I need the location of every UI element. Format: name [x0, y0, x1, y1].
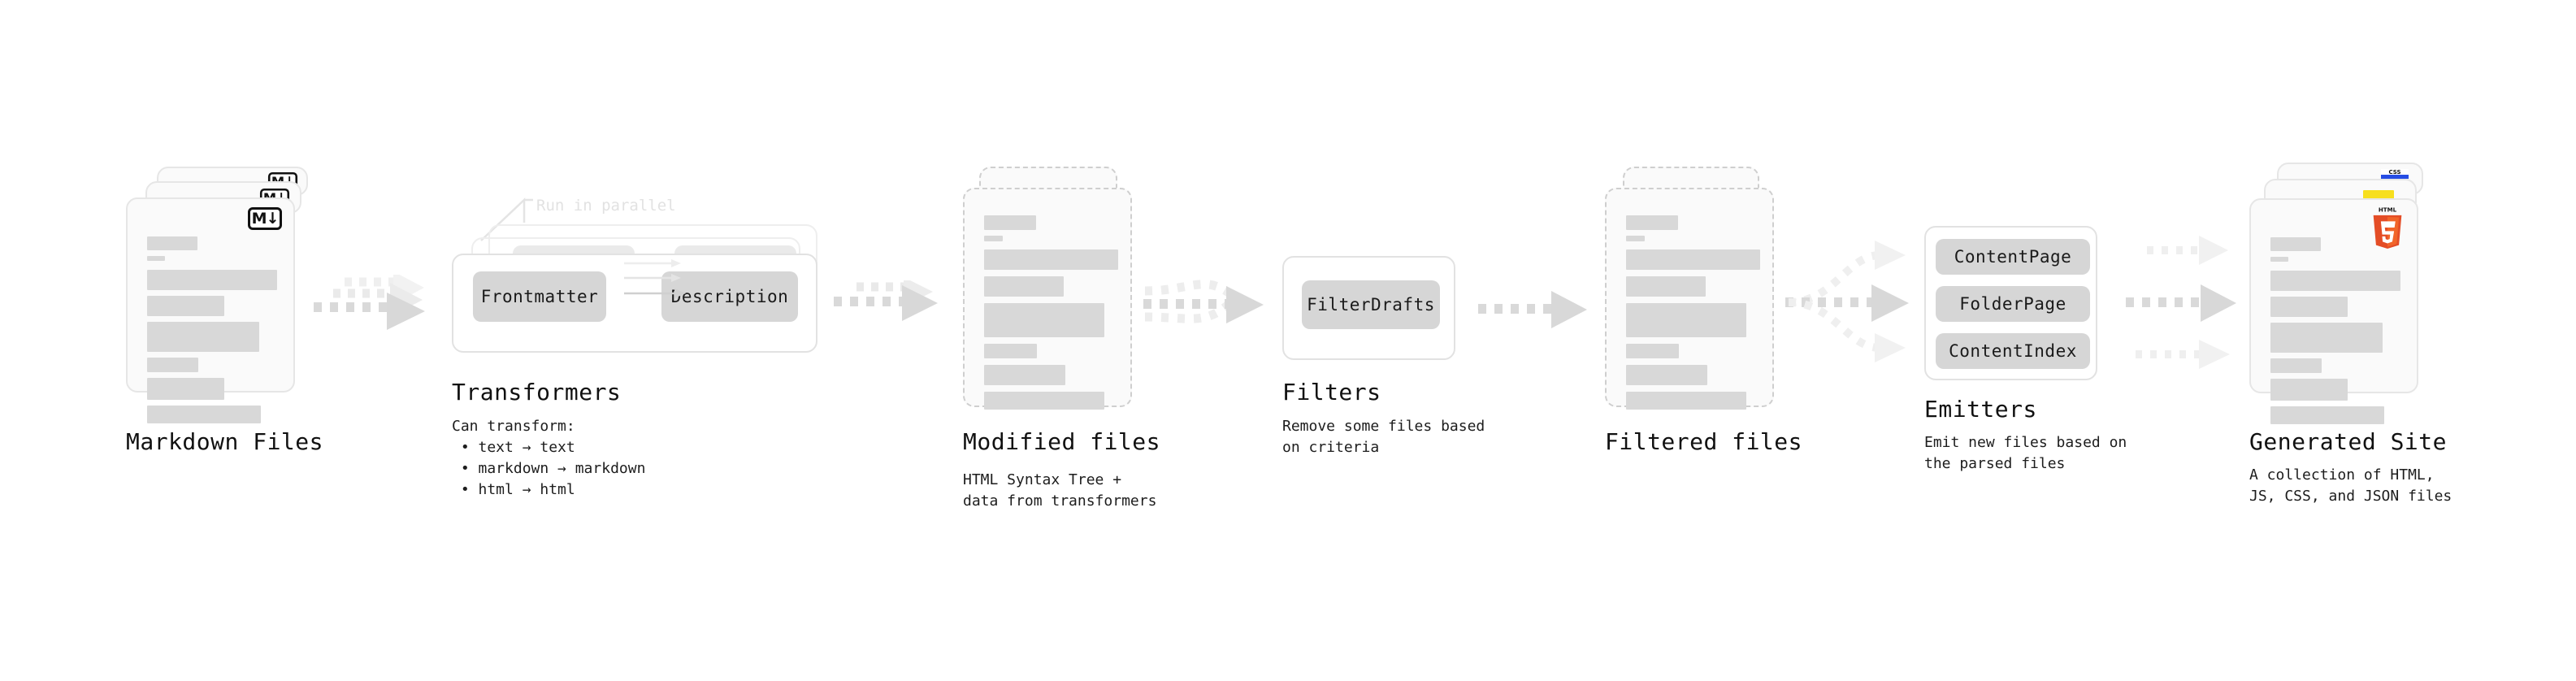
doc-line: [1626, 276, 1706, 297]
stage-title-transformers: Transformers: [452, 379, 622, 406]
markdown-file-card-front: M↓: [126, 197, 295, 423]
modified-file-card-front: [963, 188, 1132, 410]
doc-line: [984, 392, 1104, 410]
flow-arrow-1: [314, 275, 425, 330]
stage-title-emitters: Emitters: [1924, 396, 2037, 423]
emitter-node-contentpage[interactable]: ContentPage: [1936, 239, 2090, 275]
stage-title-generated-site: Generated Site: [2249, 428, 2448, 455]
doc-line: [147, 296, 224, 316]
doc-line: [984, 344, 1037, 358]
stage-subtitle-generated-site: A collection of HTML, JS, CSS, and JSON …: [2249, 466, 2452, 505]
doc-line: [984, 276, 1064, 297]
flow-arrow-5-fanout: [1785, 241, 1909, 362]
generated-file-card-html: HTML: [2249, 198, 2418, 424]
filters-panel[interactable]: FilterDrafts: [1282, 256, 1455, 360]
stage-title-filters: Filters: [1282, 379, 1381, 406]
doc-line: [2270, 271, 2400, 291]
doc-line: [984, 365, 1065, 385]
doc-line: [1626, 215, 1678, 230]
stage-title-filtered-files: Filtered files: [1605, 428, 1803, 455]
doc-line: [984, 249, 1118, 270]
transformer-inner-arrows: [624, 259, 686, 298]
doc-line: [1626, 303, 1746, 337]
doc-line: [147, 358, 198, 372]
emitters-panel[interactable]: ContentPage FolderPage ContentIndex: [1924, 226, 2097, 380]
stage-subtitle-filters: Remove some files based on criteria: [1282, 418, 1485, 456]
flow-arrow-3: [1143, 280, 1264, 323]
doc-line: [2270, 358, 2322, 373]
svg-text:HTML: HTML: [2379, 206, 2397, 214]
doc-line: [2270, 297, 2348, 317]
filtered-file-card-front: [1605, 188, 1774, 410]
stage-subtitle-emitters: Emit new files based on the parsed files: [1924, 434, 2127, 472]
emitter-node-contentindex[interactable]: ContentIndex: [1936, 333, 2090, 369]
filter-node-filterdrafts[interactable]: FilterDrafts: [1302, 280, 1440, 329]
doc-line: [984, 236, 1003, 241]
stage-title-modified-files: Modified files: [963, 428, 1161, 455]
doc-line: [147, 270, 277, 290]
doc-line: [2270, 379, 2348, 401]
stage-title-markdown-files: Markdown Files: [126, 428, 324, 455]
doc-line: [1626, 236, 1645, 241]
doc-line: [984, 303, 1104, 337]
transformer-panel-front[interactable]: Frontmatter Description: [452, 254, 817, 353]
doc-line: [1626, 249, 1760, 270]
transformer-node-description[interactable]: Description: [661, 271, 798, 322]
doc-line: [147, 406, 261, 423]
doc-line: [147, 322, 259, 352]
flow-arrow-4: [1478, 291, 1587, 328]
emitter-node-folderpage[interactable]: FolderPage: [1936, 286, 2090, 322]
doc-line: [984, 215, 1036, 230]
flow-arrow-6: [2126, 236, 2236, 369]
doc-line: [1626, 392, 1746, 410]
run-in-parallel-label: Run in parallel: [536, 197, 676, 215]
html5-icon: HTML: [2373, 206, 2402, 249]
stage-subtitle-transformers: Can transform: • text → text • markdown …: [452, 418, 646, 498]
flow-arrow-2: [834, 280, 938, 321]
doc-line: [2270, 406, 2384, 424]
transformer-node-frontmatter[interactable]: Frontmatter: [473, 271, 606, 322]
doc-line: [147, 378, 224, 400]
doc-line: [1626, 344, 1679, 358]
doc-line: [2270, 257, 2288, 262]
stage-subtitle-modified-files: HTML Syntax Tree + data from transformer…: [963, 471, 1157, 510]
markdown-icon: M↓: [248, 207, 282, 230]
doc-line: [1626, 365, 1707, 385]
doc-line: [147, 236, 197, 250]
doc-line: [2270, 237, 2321, 251]
doc-line: [147, 256, 165, 261]
css-icon: CSS: [2381, 169, 2409, 179]
doc-line: [2270, 323, 2383, 353]
